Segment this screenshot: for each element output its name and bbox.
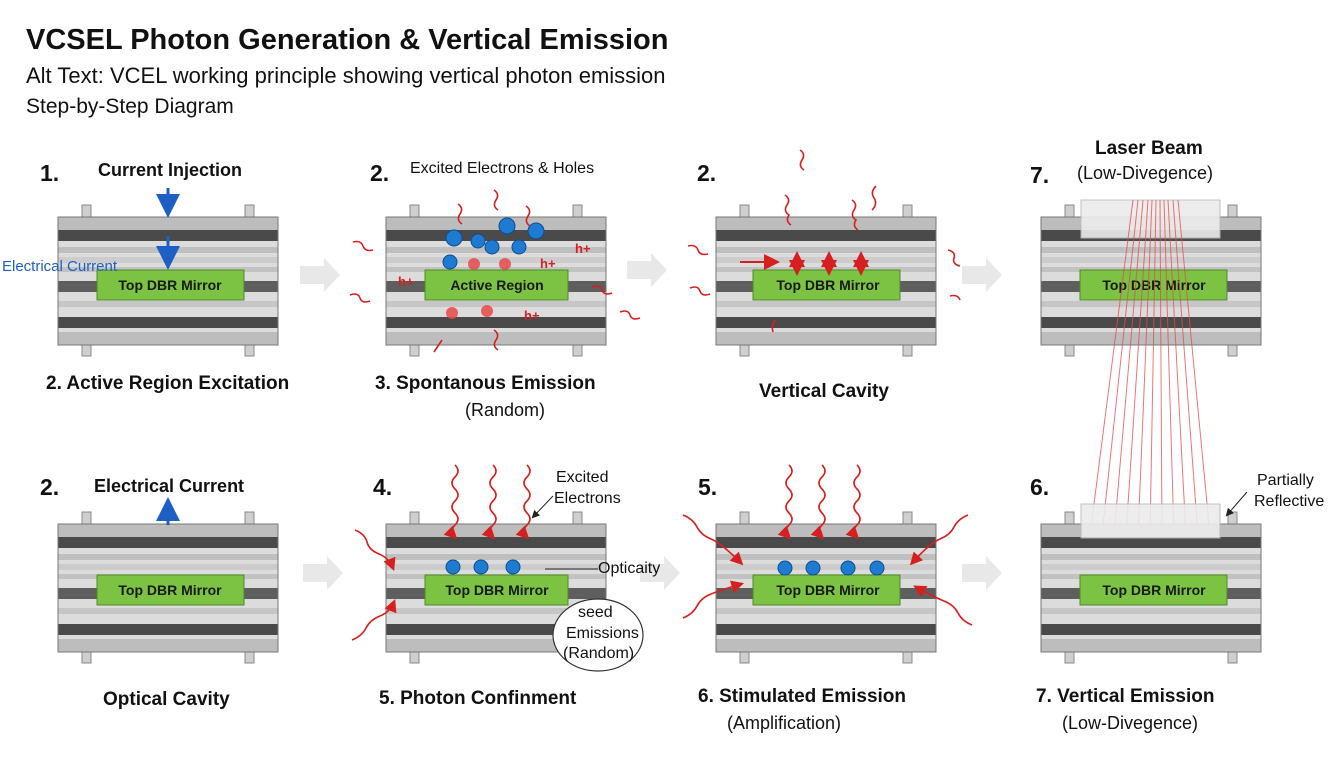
photon-wave-icon [687, 149, 961, 333]
panel-7-device: Top DBR Mirror [682, 464, 973, 664]
panel-4-number: 7. [1030, 162, 1050, 188]
panel-5-caption: Optical Cavity [103, 689, 230, 710]
page-subtitle: Step-by-Step Diagram [26, 95, 234, 118]
panel-8-device: Top DBR Mirror [1040, 491, 1262, 664]
panel-7-region-label: Top DBR Mirror [776, 582, 880, 598]
panel-8-caption-sub: (Low-Divegence) [1062, 713, 1199, 733]
panel-5-device: Top DBR Mirror [57, 497, 279, 664]
panel-1-device: Top DBR Mirror [57, 188, 279, 357]
bubble-line-2: Emissions [566, 625, 639, 642]
panel-2-device: Active Region h+ h+ h+ h+ [349, 189, 641, 357]
panel-8-caption: 7. Vertical Emission [1036, 686, 1215, 707]
panel-3-device: Top DBR Mirror [687, 149, 961, 357]
photon-wave-icon [349, 189, 641, 353]
panel-6-heading-sub: Electrons [554, 490, 621, 507]
hole-label: h+ [575, 241, 591, 256]
electron-icon [442, 217, 545, 270]
panel-6-number: 4. [373, 474, 393, 500]
alt-text-line: Alt Text: VCEL working principle showing… [26, 63, 666, 88]
panel-6-device: Top DBR Mirror [351, 464, 644, 672]
panel-7-caption-sub: (Amplification) [727, 713, 842, 733]
panel-6-region-label: Top DBR Mirror [445, 582, 549, 598]
photon-wave-icon [351, 464, 531, 641]
laser-beam [1089, 199, 1211, 536]
panel-1-number: 1. [40, 160, 60, 186]
hole-label: h+ [540, 256, 556, 271]
panel-5-region-label: Top DBR Mirror [118, 582, 222, 598]
panel-7-caption: 6. Stimulated Emission [698, 686, 906, 707]
hole-icon [446, 258, 511, 319]
panel-2-caption: 3. Spontanous Emission [375, 373, 596, 394]
panel-1-side-label: Electrical Current [2, 258, 118, 275]
photon-wave-icon [682, 464, 973, 626]
panel-2-number: 2. [370, 160, 390, 186]
electron-icon [777, 560, 885, 576]
panel-4-heading-sub: (Low-Divegence) [1077, 163, 1214, 183]
panel-3-caption: Vertical Cavity [759, 381, 889, 402]
seed-bubble [552, 598, 644, 672]
panel-8-number: 6. [1030, 474, 1050, 500]
panel-3-number: 2. [697, 160, 717, 186]
panel-8-region-label: Top DBR Mirror [1102, 582, 1206, 598]
panel-4-device: Top DBR Mirror [1040, 199, 1262, 357]
panel-6-side-label: Opticaity [598, 560, 661, 577]
bubble-line-3: (Random) [563, 645, 635, 662]
panel-2-region-label: Active Region [450, 277, 543, 293]
panel-5-number: 2. [40, 474, 60, 500]
panel-7-number: 5. [698, 474, 718, 500]
panel-8-heading-sub: Reflective [1254, 493, 1325, 510]
panel-1-caption: 2. Active Region Excitation [46, 373, 290, 394]
bubble-line-1: seed [578, 604, 613, 621]
electron-icon [445, 559, 521, 575]
panel-2-heading: Excited Electrons & Holes [410, 160, 595, 177]
panel-8-heading: Partially [1257, 472, 1314, 489]
panel-6-heading: Excited [556, 469, 609, 486]
hole-label: h+ [524, 308, 540, 323]
hole-label: h+ [398, 274, 414, 289]
panel-5-heading: Electrical Current [94, 476, 245, 496]
panel-2-caption-sub: (Random) [465, 400, 546, 420]
panel-6-caption: 5. Photon Confinment [379, 688, 577, 709]
page-title: VCSEL Photon Generation & Vertical Emiss… [26, 24, 669, 56]
panel-3-region-label: Top DBR Mirror [776, 277, 880, 293]
panel-4-heading: Laser Beam [1095, 138, 1203, 159]
panel-1-region-label: Top DBR Mirror [118, 277, 222, 293]
panel-1-heading: Current Injection [98, 160, 243, 180]
